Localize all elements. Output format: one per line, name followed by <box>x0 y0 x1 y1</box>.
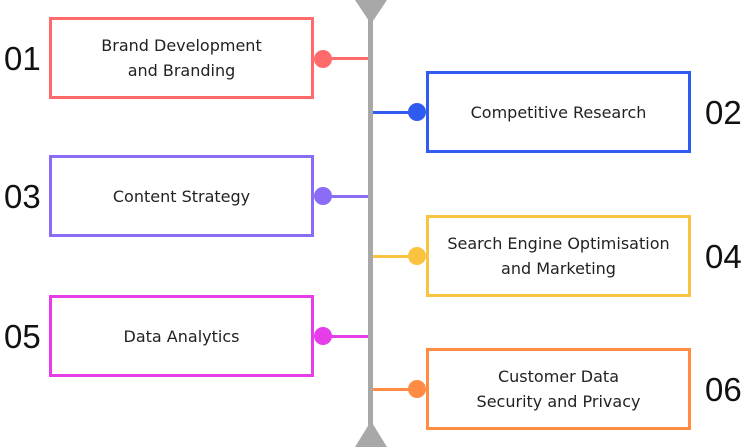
spine-bottom-arrow-icon <box>355 421 387 447</box>
step-dot-04 <box>408 247 426 265</box>
step-number-01: 01 <box>4 40 41 77</box>
step-dot-05 <box>314 327 332 345</box>
step-box-06: Customer Data Security and Privacy <box>426 348 691 430</box>
step-connector-02 <box>373 111 421 114</box>
spine-top-arrow-icon <box>355 0 387 24</box>
timeline-spine <box>368 10 373 438</box>
step-label-04: Search Engine Optimisation and Marketing <box>447 234 670 278</box>
step-connector-04 <box>373 255 421 258</box>
step-number-04: 04 <box>705 238 742 275</box>
step-number-02: 02 <box>705 94 742 131</box>
step-box-03: Content Strategy <box>49 155 314 237</box>
step-number-06: 06 <box>705 371 742 408</box>
step-label-06: Customer Data Security and Privacy <box>476 367 641 411</box>
step-dot-02 <box>408 103 426 121</box>
step-number-03: 03 <box>4 178 41 215</box>
step-label-05: Data Analytics <box>123 326 240 346</box>
step-dot-01 <box>314 50 332 68</box>
step-dot-06 <box>408 380 426 398</box>
step-box-04: Search Engine Optimisation and Marketing <box>426 215 691 297</box>
step-connector-05 <box>320 335 368 338</box>
step-label-03: Content Strategy <box>112 186 251 206</box>
step-box-02: Competitive Research <box>426 71 691 153</box>
step-box-05: Data Analytics <box>49 295 314 377</box>
step-label-01: Brand Development and Branding <box>101 36 262 80</box>
step-connector-06 <box>373 388 421 391</box>
step-number-05: 05 <box>4 318 41 355</box>
step-box-01: Brand Development and Branding <box>49 17 314 99</box>
step-connector-01 <box>320 57 368 60</box>
step-label-02: Competitive Research <box>470 102 647 122</box>
step-dot-03 <box>314 187 332 205</box>
step-connector-03 <box>320 195 368 198</box>
